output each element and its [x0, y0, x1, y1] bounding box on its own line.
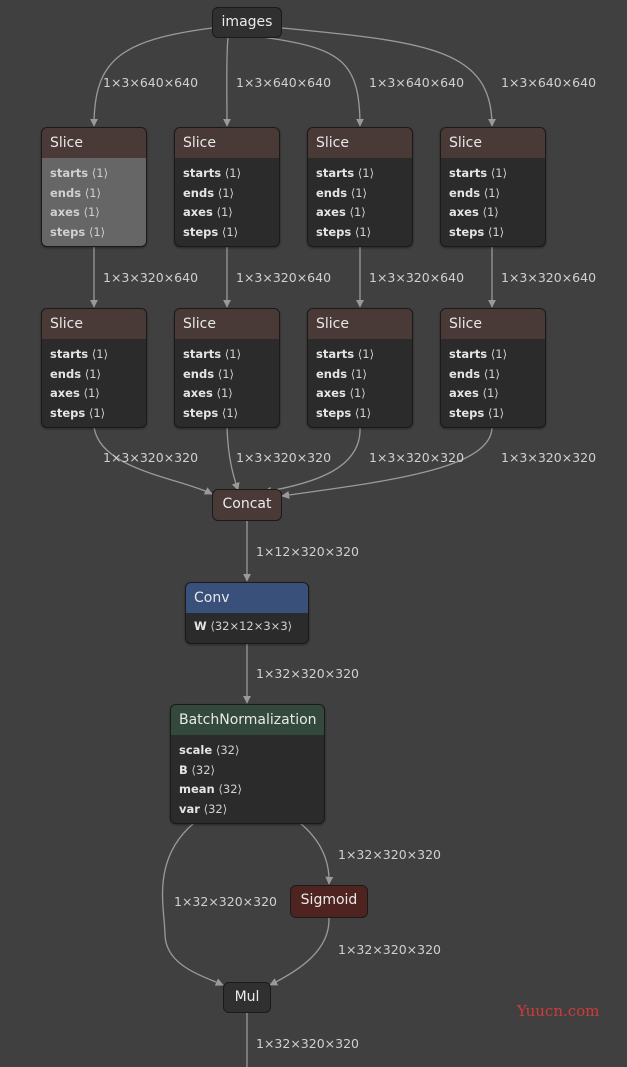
edge-label: 1×3×320×320 — [103, 450, 199, 465]
mul-node[interactable]: Mul — [223, 982, 271, 1013]
edge-images-slice-2 — [222, 36, 231, 127]
edge-label: 1×3×320×320 — [369, 450, 465, 465]
bn-attr-mean: mean ⟨32⟩ — [179, 782, 242, 796]
slice-attr-ends: ends ⟨1⟩ — [183, 185, 235, 200]
slice-attr-ends: ends ⟨1⟩ — [316, 366, 368, 381]
slice-attr-starts: starts ⟨1⟩ — [183, 166, 242, 180]
edge-label: 1×12×320×320 — [256, 544, 359, 559]
edge-label: 1×3×320×320 — [501, 450, 597, 465]
slice-node-title: Slice — [308, 309, 412, 339]
slice-attr-starts: starts ⟨1⟩ — [50, 166, 109, 180]
conv-node-title: Conv — [186, 583, 308, 613]
slice-attr-axes: axes ⟨1⟩ — [316, 205, 366, 219]
bn-attr-scale: scale ⟨32⟩ — [179, 743, 240, 757]
slice-node[interactable]: Slice starts ⟨1⟩ ends ⟨1⟩ axes ⟨1⟩ steps… — [307, 127, 413, 247]
slice-attr-ends: ends ⟨1⟩ — [50, 366, 102, 381]
images-input-label: images — [221, 14, 273, 30]
slice-attr-steps: steps ⟨1⟩ — [50, 224, 106, 239]
slice-node-title: Slice — [308, 128, 412, 158]
slice-attr-starts: starts ⟨1⟩ — [449, 166, 508, 180]
slice-attr-ends: ends ⟨1⟩ — [183, 366, 235, 381]
edge-label: 1×32×320×320 — [174, 894, 277, 909]
conv-attr-w: W ⟨32×12×3×3⟩ — [194, 619, 293, 633]
edge-slice-concat-2 — [226, 426, 240, 491]
edge-images-slice-4 — [281, 27, 496, 127]
slice-node-title: Slice — [441, 128, 545, 158]
slice-node[interactable]: Slice starts ⟨1⟩ ends ⟨1⟩ axes ⟨1⟩ steps… — [174, 308, 280, 428]
slice-attr-ends: ends ⟨1⟩ — [449, 366, 501, 381]
slice-attr-axes: axes ⟨1⟩ — [50, 205, 100, 219]
batchnorm-node[interactable]: BatchNormalization scale ⟨32⟩ B ⟨32⟩ mea… — [170, 704, 325, 824]
edge-label: 1×3×320×640 — [369, 270, 465, 285]
slice-node-title: Slice — [175, 309, 279, 339]
mul-label: Mul — [234, 989, 260, 1005]
slice-attr-ends: ends ⟨1⟩ — [316, 185, 368, 200]
edge-label: 1×3×320×640 — [236, 270, 332, 285]
edge-bn-mul — [161, 822, 224, 986]
slice-attr-steps: steps ⟨1⟩ — [183, 224, 239, 239]
slice-node-title: Slice — [441, 309, 545, 339]
slice-attr-axes: axes ⟨1⟩ — [316, 386, 366, 400]
slice-node[interactable]: Slice starts ⟨1⟩ ends ⟨1⟩ axes ⟨1⟩ steps… — [174, 127, 280, 247]
edge-label: 1×3×640×640 — [236, 75, 332, 90]
slice-attr-axes: axes ⟨1⟩ — [183, 205, 233, 219]
edge-slice-concat-4 — [281, 426, 493, 499]
edge-images-slice-1 — [90, 27, 213, 127]
edge-label: 1×3×320×640 — [103, 270, 199, 285]
slice-attr-steps: steps ⟨1⟩ — [316, 224, 372, 239]
slice-node[interactable]: Slice starts ⟨1⟩ ends ⟨1⟩ axes ⟨1⟩ steps… — [41, 308, 147, 428]
slice-attr-starts: starts ⟨1⟩ — [316, 166, 375, 180]
conv-node[interactable]: Conv W ⟨32×12×3×3⟩ — [185, 582, 309, 644]
slice-node-title: Slice — [42, 309, 146, 339]
sigmoid-node[interactable]: Sigmoid — [290, 885, 368, 918]
edge-label: 1×32×320×320 — [256, 666, 359, 681]
concat-label: Concat — [222, 496, 272, 512]
edge-label: 1×3×640×640 — [103, 75, 199, 90]
slice-node[interactable]: Slice starts ⟨1⟩ ends ⟨1⟩ axes ⟨1⟩ steps… — [307, 308, 413, 428]
slice-attr-ends: ends ⟨1⟩ — [50, 185, 102, 200]
slice-attr-steps: steps ⟨1⟩ — [449, 224, 505, 239]
edge-label: 1×3×320×320 — [236, 450, 332, 465]
edge-images-slice-3 — [261, 36, 364, 127]
edge-bn-sigmoid — [299, 822, 334, 885]
sigmoid-label: Sigmoid — [300, 892, 358, 908]
edge-label: 1×3×640×640 — [369, 75, 465, 90]
concat-node[interactable]: Concat — [212, 489, 282, 521]
slice-attr-starts: starts ⟨1⟩ — [183, 347, 242, 361]
edge-label: 1×32×320×320 — [256, 1036, 359, 1051]
slice-node[interactable]: Slice starts ⟨1⟩ ends ⟨1⟩ axes ⟨1⟩ steps… — [440, 127, 546, 247]
slice-attr-steps: steps ⟨1⟩ — [449, 405, 505, 420]
edge-label: 1×32×320×320 — [338, 942, 441, 957]
slice-attr-axes: axes ⟨1⟩ — [449, 205, 499, 219]
batchnorm-node-title: BatchNormalization — [171, 705, 324, 735]
slice-node-title: Slice — [42, 128, 146, 158]
slice-attr-starts: starts ⟨1⟩ — [449, 347, 508, 361]
slice-attr-starts: starts ⟨1⟩ — [316, 347, 375, 361]
slice-attr-steps: steps ⟨1⟩ — [50, 405, 106, 420]
watermark-text: Yuucn.com — [517, 1002, 600, 1020]
bn-attr-b: B ⟨32⟩ — [179, 762, 216, 777]
slice-attr-axes: axes ⟨1⟩ — [183, 386, 233, 400]
edge-label: 1×3×320×640 — [501, 270, 597, 285]
slice-attr-axes: axes ⟨1⟩ — [50, 386, 100, 400]
slice-attr-ends: ends ⟨1⟩ — [449, 185, 501, 200]
edge-label: 1×3×640×640 — [501, 75, 597, 90]
edge-sigmoid-mul — [269, 917, 330, 986]
bn-attr-var: var ⟨32⟩ — [179, 801, 228, 816]
slice-attr-steps: steps ⟨1⟩ — [316, 405, 372, 420]
slice-attr-steps: steps ⟨1⟩ — [183, 405, 239, 420]
slice-node[interactable]: Slice starts ⟨1⟩ ends ⟨1⟩ axes ⟨1⟩ steps… — [440, 308, 546, 428]
slice-attr-starts: starts ⟨1⟩ — [50, 347, 109, 361]
edge-slice-concat-3 — [263, 426, 361, 495]
images-input-node[interactable]: images — [212, 7, 282, 38]
edge-label: 1×32×320×320 — [338, 847, 441, 862]
edge-slice-concat-1 — [93, 426, 213, 495]
slice-node[interactable]: Slice starts ⟨1⟩ ends ⟨1⟩ axes ⟨1⟩ steps… — [41, 127, 147, 247]
slice-attr-axes: axes ⟨1⟩ — [449, 386, 499, 400]
slice-node-title: Slice — [175, 128, 279, 158]
